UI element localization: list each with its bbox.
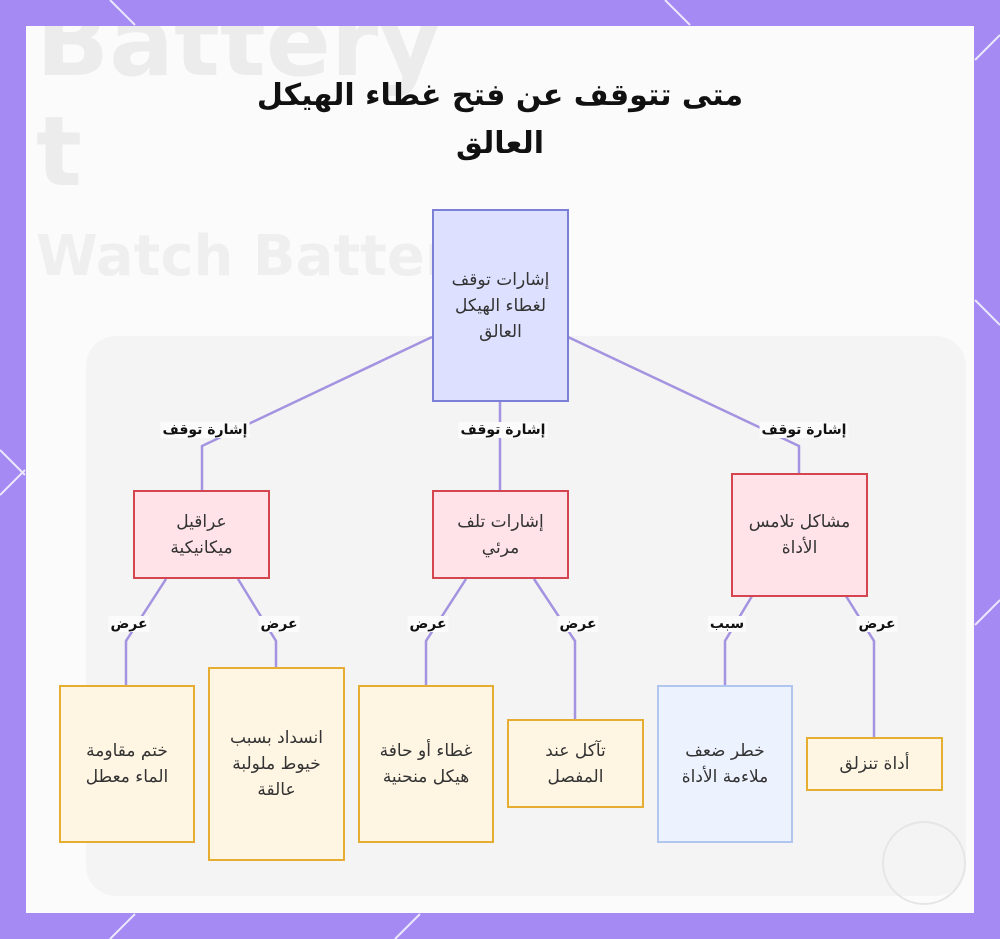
edge-label: سبب — [707, 616, 747, 632]
tool-fit-node: خطر ضعف ملاءمة الأداة — [657, 685, 793, 843]
node-label: مشاكل تلامس الأداة — [748, 512, 851, 558]
edge-root-tool — [567, 335, 801, 473]
edge-label: عرض — [258, 616, 300, 632]
seal-watermark-icon — [882, 821, 966, 905]
visible-damage-node: إشارات تلف مرئي — [432, 490, 569, 579]
edge-label: عرض — [108, 616, 150, 632]
edge-label: عرض — [557, 616, 599, 632]
node-label: خطر ضعف ملاءمة الأداة — [681, 741, 769, 787]
edge-damage-bent — [424, 578, 468, 685]
node-label: إشارات تلف مرئي — [457, 511, 544, 558]
node-label: إشارات توقف لغطاء الهيكل العالق — [451, 269, 550, 342]
edge-label: إشارة توقف — [160, 422, 250, 438]
edge-tool-slip — [844, 595, 876, 737]
node-label: غطاء أو حافة هيكل منحنية — [379, 741, 473, 787]
diagram-title: متى تتوقف عن فتح غطاء الهيكل العالق — [256, 78, 744, 161]
edge-label: إشارة توقف — [458, 422, 548, 438]
edge-root-mechanical — [200, 335, 433, 490]
tool-slip-node: أداة تنزلق — [806, 737, 943, 791]
edge-label: عرض — [407, 616, 449, 632]
bent-rim-node: غطاء أو حافة هيكل منحنية — [358, 685, 494, 843]
edge-label: إشارة توقف — [759, 422, 849, 438]
background-watermark-text: Battery — [36, 26, 441, 98]
hinge-wear-node: تآكل عند المفصل — [507, 719, 644, 808]
root-node: إشارات توقف لغطاء الهيكل العالق — [432, 209, 569, 402]
tool-contact-node: مشاكل تلامس الأداة — [731, 473, 868, 597]
gasket-node: ختم مقاومة الماء معطل — [59, 685, 195, 843]
background-watermark-text: t — [36, 96, 82, 208]
edge-label: عرض — [856, 616, 898, 632]
edge-damage-wear — [532, 578, 577, 719]
edge-tool-fit — [723, 595, 754, 685]
node-label: انسداد بسبب خيوط ملولبة عالقة — [230, 728, 323, 800]
node-label: ختم مقاومة الماء معطل — [85, 741, 169, 787]
mechanical-obstacles-node: عراقيل ميكانيكية — [133, 490, 270, 579]
threads-node: انسداد بسبب خيوط ملولبة عالقة — [208, 667, 345, 861]
background-watermark-text: Watch Battery — [36, 224, 490, 289]
edge-mechanical-gasket — [124, 578, 168, 685]
node-label: أداة تنزلق — [839, 754, 910, 774]
node-label: تآكل عند المفصل — [545, 740, 606, 787]
edge-mechanical-threads — [236, 578, 278, 667]
node-label: عراقيل ميكانيكية — [170, 511, 233, 558]
